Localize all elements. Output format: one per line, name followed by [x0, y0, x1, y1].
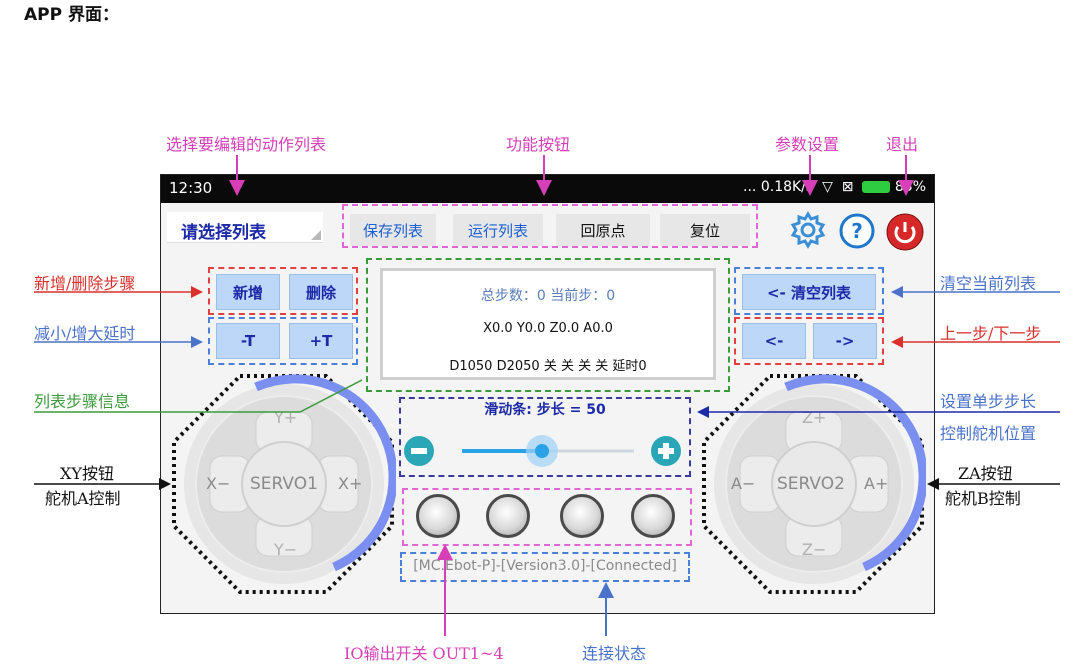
status-time: 12:30 — [169, 179, 213, 197]
prev-next-frame — [734, 317, 884, 365]
add-step-button[interactable]: 新增 — [216, 274, 280, 310]
delay-frame — [208, 317, 358, 365]
callout-step-length-2: 控制舵机位置 — [940, 424, 1037, 443]
callout-io: IO输出开关 OUT1~4 — [344, 644, 504, 663]
callout-add-delete: 新增/删除步骤 — [34, 274, 136, 293]
callout-clear-list: 清空当前列表 — [940, 274, 1037, 293]
a-minus-button[interactable]: A− — [731, 474, 756, 493]
battery-icon — [862, 181, 891, 193]
save-list-button[interactable]: 保存列表 — [350, 214, 436, 246]
help-icon[interactable]: ? — [838, 212, 876, 250]
callout-xy-line2: 舵机A控制 — [45, 489, 121, 508]
delete-step-button[interactable]: 删除 — [289, 274, 353, 310]
step-info-frame — [366, 258, 730, 392]
io-output-3-button[interactable] — [560, 494, 604, 538]
step-count-text: 总步数：0 当前步：0 — [480, 288, 616, 304]
slider-label: 滑动条: 步长 = 50 — [484, 402, 606, 418]
coordinate-text: X0.0 Y0.0 Z0.0 A0.0 — [483, 321, 613, 336]
callout-prev-next: 上一步/下一步 — [940, 324, 1042, 343]
io-buttons-frame — [402, 488, 692, 546]
gear-icon[interactable] — [788, 210, 828, 250]
list-selector-label: 请选择列表 — [181, 223, 266, 243]
increase-delay-button[interactable]: +T — [289, 323, 353, 359]
network-speed: ... 0.18K/s — [743, 179, 814, 195]
joystick-servo2[interactable] — [700, 372, 926, 596]
battery-percent: 83% — [894, 179, 926, 195]
run-list-button[interactable]: 运行列表 — [453, 214, 543, 246]
sim-icon: ⊠ — [841, 179, 858, 195]
callout-step-info: 列表步骤信息 — [34, 392, 131, 411]
step-length-slider[interactable] — [402, 432, 688, 470]
callout-za-line2: 舵机B控制 — [945, 489, 1021, 508]
home-button[interactable]: 回原点 — [556, 214, 650, 246]
previous-step-button[interactable]: <- — [742, 323, 806, 359]
x-plus-button[interactable]: X+ — [338, 474, 363, 493]
svg-text:?: ? — [851, 219, 863, 243]
servo-state-text: D1050 D2050 关 关 关 关 延时0 — [449, 359, 647, 374]
wifi-icon: ▽ — [817, 179, 838, 195]
y-minus-button[interactable]: Y− — [274, 540, 298, 559]
slider-frame — [399, 397, 691, 477]
clear-list-button[interactable]: <- 清空列表 — [742, 274, 876, 310]
callout-delay: 减小/增大延时 — [34, 324, 136, 343]
servo2-label: SERVO2 — [777, 474, 845, 494]
z-minus-button[interactable]: Z− — [802, 540, 827, 559]
io-output-4-button[interactable] — [631, 494, 675, 538]
power-icon[interactable] — [885, 212, 925, 252]
a-plus-button[interactable]: A+ — [864, 474, 889, 493]
servo1-label: SERVO1 — [250, 474, 318, 494]
connection-status: [MC.Ebot-P]-[Version3.0]-[Connected] — [413, 558, 677, 574]
x-minus-button[interactable]: X− — [206, 474, 231, 493]
callout-function-buttons: 功能按钮 — [506, 135, 571, 154]
callout-select-list: 选择要编辑的动作列表 — [166, 135, 327, 154]
status-right: ... 0.18K/s ▽ ⊠ 83% — [743, 179, 926, 195]
y-plus-button[interactable]: Y+ — [274, 408, 298, 427]
dropdown-corner-icon — [311, 230, 321, 240]
add-delete-frame — [208, 267, 358, 315]
connection-frame — [400, 552, 690, 582]
function-buttons-frame — [342, 204, 758, 248]
step-info-panel: 总步数：0 当前步：0 X0.0 Y0.0 Z0.0 A0.0 D1050 D2… — [380, 268, 716, 380]
list-selector[interactable]: 请选择列表 — [167, 212, 323, 243]
decrease-delay-button[interactable]: -T — [216, 323, 280, 359]
clear-list-frame — [734, 267, 884, 315]
page-heading: APP 界面： — [24, 5, 119, 25]
callout-za-line1: ZA按钮 — [958, 464, 1013, 483]
callout-xy-line1: XY按钮 — [60, 464, 114, 483]
callout-step-length-1: 设置单步步长 — [940, 392, 1037, 411]
callout-exit: 退出 — [886, 135, 919, 154]
joystick-servo1[interactable] — [170, 372, 396, 596]
callout-connection: 连接状态 — [582, 644, 647, 663]
callout-params: 参数设置 — [775, 135, 840, 154]
io-output-1-button[interactable] — [416, 494, 460, 538]
reset-button[interactable]: 复位 — [660, 214, 750, 246]
io-output-2-button[interactable] — [486, 494, 530, 538]
z-plus-button[interactable]: Z+ — [802, 408, 827, 427]
status-bar: 12:30 ... 0.18K/s ▽ ⊠ 83% — [161, 175, 934, 203]
next-step-button[interactable]: -> — [813, 323, 877, 359]
